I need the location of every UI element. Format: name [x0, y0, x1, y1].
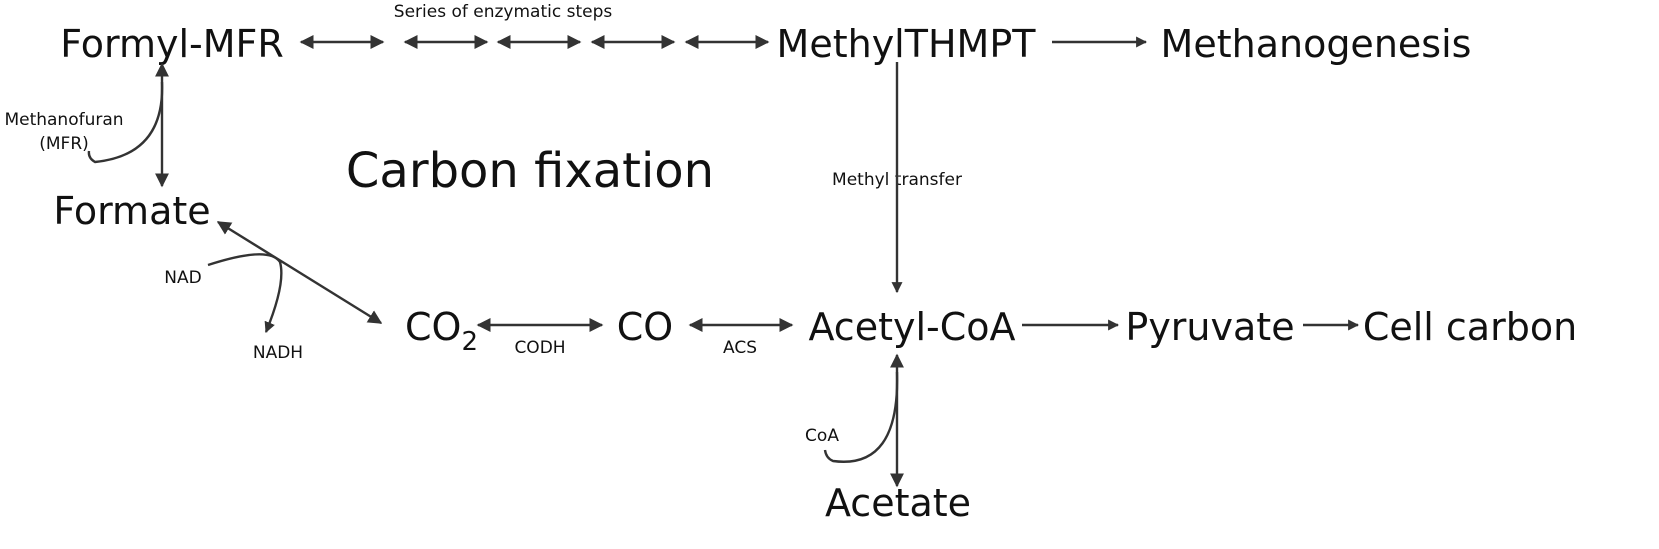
node-formyl-mfr: Formyl-MFR [60, 22, 284, 66]
label-methanofuran: Methanofuran [4, 110, 123, 130]
label-codh: CODH [514, 338, 565, 358]
node-acetate: Acetate [825, 481, 971, 525]
node-methyl-thmpt: MethylTHMPT [777, 22, 1037, 66]
node-cell-carbon: Cell carbon [1363, 305, 1577, 349]
node-co2: CO2 [405, 305, 478, 357]
node-methanogenesis: Methanogenesis [1161, 22, 1472, 66]
nad-nadh-curve [207, 253, 283, 334]
double-arrow-formate-co2 [216, 220, 383, 325]
co2-label: CO [405, 305, 461, 349]
node-acetyl-coa: Acetyl-CoA [808, 305, 1015, 349]
label-nad: NAD [164, 268, 201, 288]
co2-subscript: 2 [461, 327, 478, 357]
coa-curve [823, 371, 899, 463]
methanofuran-curve [87, 81, 164, 164]
label-mfr-abbrev: (MFR) [39, 134, 89, 154]
node-co: CO [617, 305, 673, 349]
label-series-of-enzymatic-steps: Series of enzymatic steps [394, 2, 613, 22]
label-nadh: NADH [253, 343, 303, 363]
label-acs: ACS [723, 338, 757, 358]
label-coa: CoA [805, 426, 839, 446]
node-formate: Formate [53, 189, 210, 233]
node-pyruvate: Pyruvate [1125, 305, 1294, 349]
diagram-title: Carbon fixation [346, 143, 714, 199]
